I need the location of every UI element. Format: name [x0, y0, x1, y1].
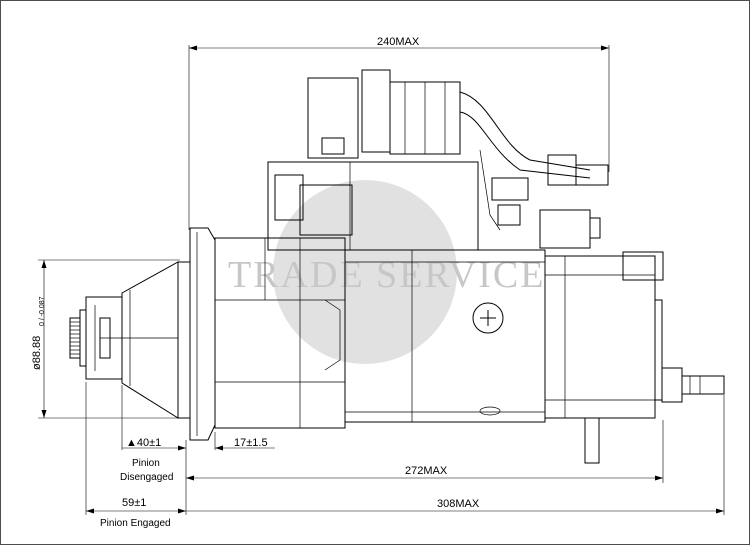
- diameter-tolerance: 0 / -0.087: [39, 296, 46, 326]
- solenoid-cap: [307, 77, 359, 159]
- dim-40-label: ▲40±1: [126, 437, 161, 449]
- watermark-text: TRADE SERVICE: [228, 254, 545, 296]
- pinion-disengaged-line1: Pinion: [132, 458, 160, 469]
- pinion-disengaged-line2: Disengaged: [120, 472, 173, 483]
- screw-head: [472, 302, 504, 334]
- diameter-label: ø88.88: [31, 336, 43, 370]
- mounting-stud: [584, 417, 600, 464]
- cable-harness: [459, 91, 609, 249]
- dimension-diameter: ø88.88 0 / -0.087: [31, 259, 180, 419]
- dimension-row-pinion-engaged: 59±1 308MAX Pinion Engaged: [86, 395, 725, 529]
- mounting-flange: [177, 227, 216, 441]
- pinion-assembly: [69, 296, 123, 380]
- end-cap: [544, 251, 664, 464]
- dim-17-label: 17±1.5: [234, 437, 268, 449]
- rear-terminal: [661, 367, 725, 403]
- nose-housing: [121, 261, 179, 419]
- dim-308max-label: 308MAX: [437, 498, 480, 510]
- dim-59-label: 59±1: [122, 497, 146, 509]
- solenoid: [267, 69, 479, 251]
- dim-272max-label: 272MAX: [405, 465, 448, 477]
- watermark-disc: [273, 180, 457, 364]
- watermark: TRADE SERVICE: [228, 180, 545, 364]
- dim-240max-label: 240MAX: [377, 36, 420, 48]
- pinion-engaged-label: Pinion Engaged: [100, 518, 171, 529]
- dimension-240max: 240MAX: [188, 36, 610, 230]
- dimension-row-pinion-disengaged: ▲40±1 17±1.5 Pinion Disengaged: [85, 382, 275, 515]
- dimension-272max: 272MAX: [186, 420, 664, 483]
